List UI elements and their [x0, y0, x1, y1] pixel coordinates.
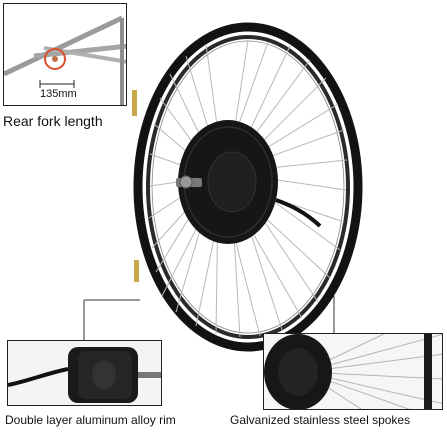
spokes-inset: [263, 333, 443, 410]
dropout-highlight-circle: [44, 48, 66, 70]
fork-length-inset: 135mm: [3, 3, 127, 106]
rim-closeup-image: [8, 341, 161, 405]
motor-cable: [275, 198, 322, 228]
spokes-closeup-image: [264, 334, 442, 409]
rear-fork-length-caption: Rear fork length: [3, 113, 103, 129]
wheel-rim: [133, 22, 363, 352]
rim-caption: Double layer aluminum alloy rim: [5, 413, 176, 427]
spokes-caption: Galvanized stainless steel spokes: [230, 413, 411, 427]
wheel-rim-inner: [146, 35, 350, 339]
fork-measurement-label: 135mm: [40, 88, 77, 100]
rim-inset: [7, 340, 162, 406]
rear-fork-image: [4, 15, 126, 105]
